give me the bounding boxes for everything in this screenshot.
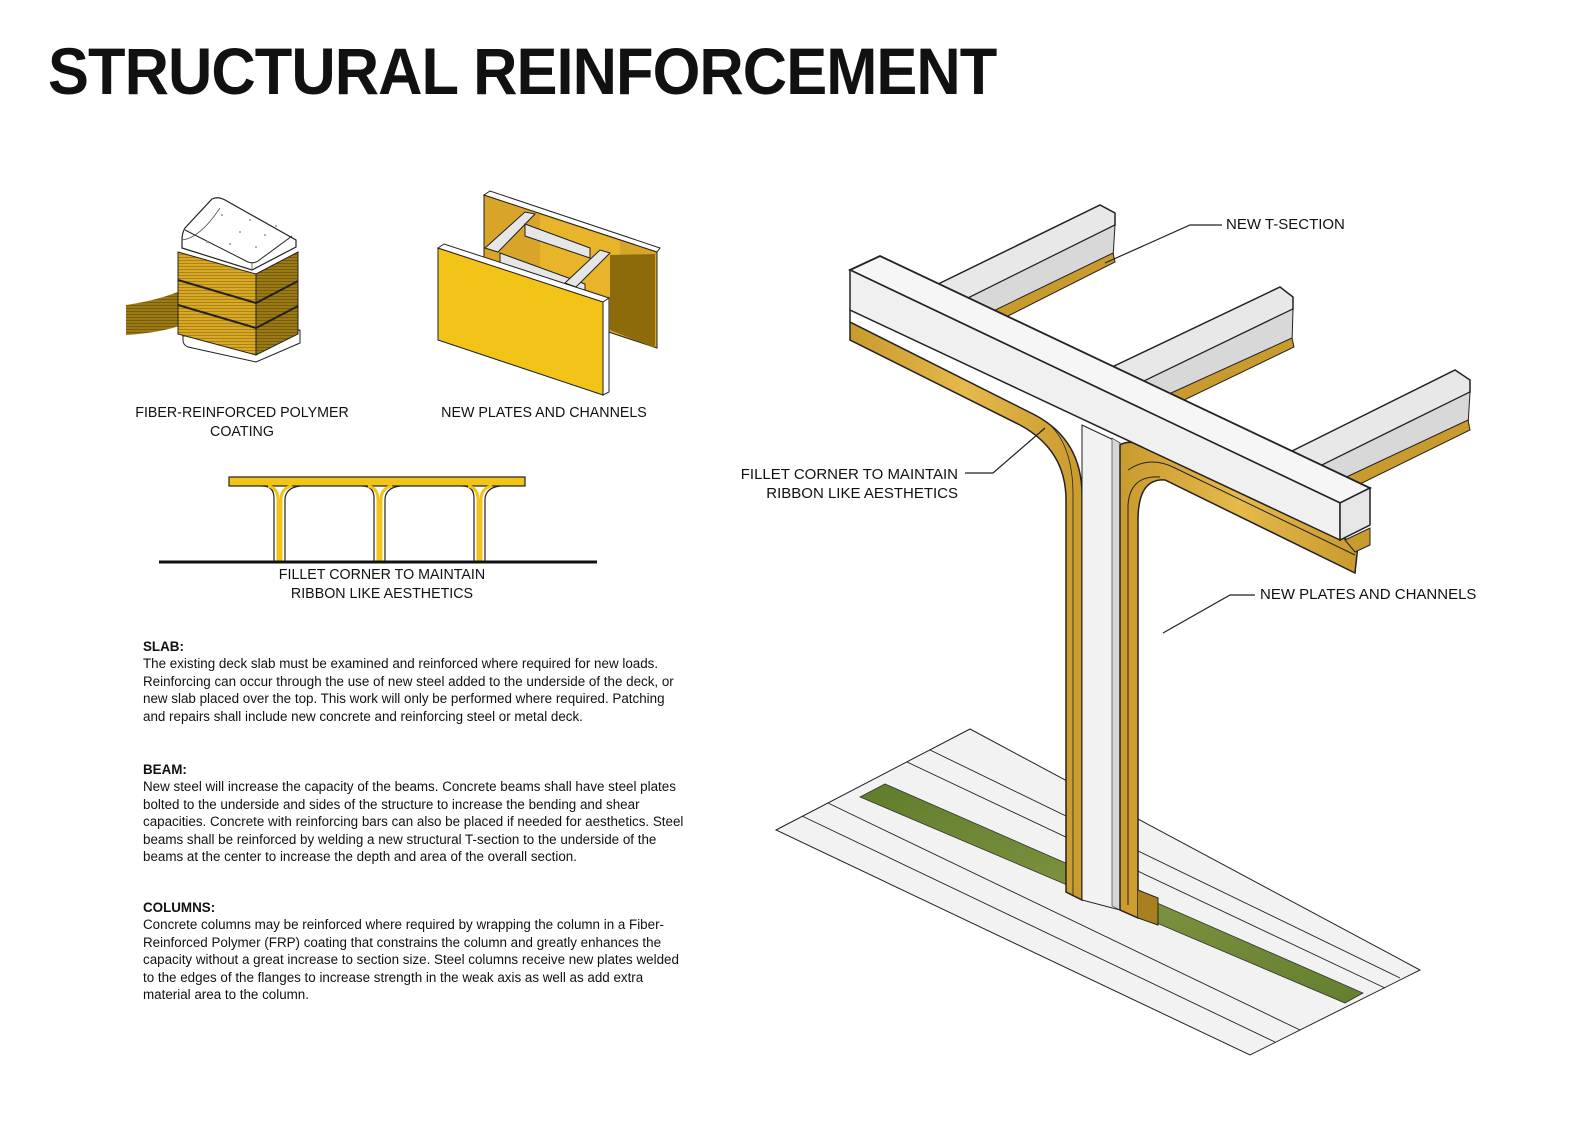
- beam-body: New steel will increase the capacity of …: [143, 779, 684, 865]
- columns-body: Concrete columns may be reinforced where…: [143, 917, 679, 1003]
- concrete-main-beam: [847, 255, 1373, 553]
- callout-plates: NEW PLATES AND CHANNELS: [1260, 586, 1477, 603]
- columns-section: COLUMNS: Concrete columns may be reinfor…: [143, 899, 688, 1003]
- slab-heading: SLAB:: [143, 639, 184, 654]
- callout-t-section: NEW T-SECTION: [1226, 216, 1345, 233]
- elevation-caption: FILLET CORNER TO MAINTAIN RIBBON LIKE AE…: [259, 565, 506, 603]
- frp-column-top: [181, 197, 297, 271]
- frp-caption-line1: FIBER-REINFORCED POLYMER: [135, 404, 349, 421]
- callout-fillet-line1: FILLET CORNER TO MAINTAIN: [740, 466, 958, 483]
- plates-caption: NEW PLATES AND CHANNELS: [441, 404, 647, 421]
- steel-beam-front: [1288, 369, 1471, 485]
- callout-fillet-line2: RIBBON LIKE AESTHETICS: [766, 485, 958, 502]
- elevation-slab: [228, 476, 526, 487]
- elevation-caption-line2: RIBBON LIKE AESTHETICS: [290, 585, 474, 602]
- elevation-caption-line1: FILLET CORNER TO MAINTAIN: [278, 566, 486, 583]
- slab-body: The existing deck slab must be examined …: [143, 656, 674, 724]
- steel-web: [484, 211, 536, 253]
- leader-fillet: [965, 427, 1046, 474]
- beam-heading: BEAM:: [143, 762, 187, 777]
- frp-caption-line2: COATING: [210, 423, 274, 440]
- page-title: STRUCTURAL REINFORCEMENT: [48, 34, 997, 108]
- frp-strip: [126, 290, 182, 335]
- elevation-columns: [261, 484, 501, 562]
- steel-beam-back: [928, 204, 1116, 321]
- column-plates: [849, 310, 1359, 926]
- steel-beam-middle: [1108, 286, 1295, 403]
- beam-section: BEAM: New steel will increase the capaci…: [143, 761, 688, 865]
- columns-heading: COLUMNS:: [143, 900, 216, 915]
- slab-section: SLAB: The existing deck slab must be exa…: [143, 638, 688, 725]
- callout-fillet: FILLET CORNER TO MAINTAIN RIBBON LIKE AE…: [700, 465, 958, 503]
- leader-plates: [1162, 594, 1255, 634]
- leader-t-section: [1104, 224, 1222, 264]
- frp-caption: FIBER-REINFORCED POLYMER COATING: [119, 403, 366, 441]
